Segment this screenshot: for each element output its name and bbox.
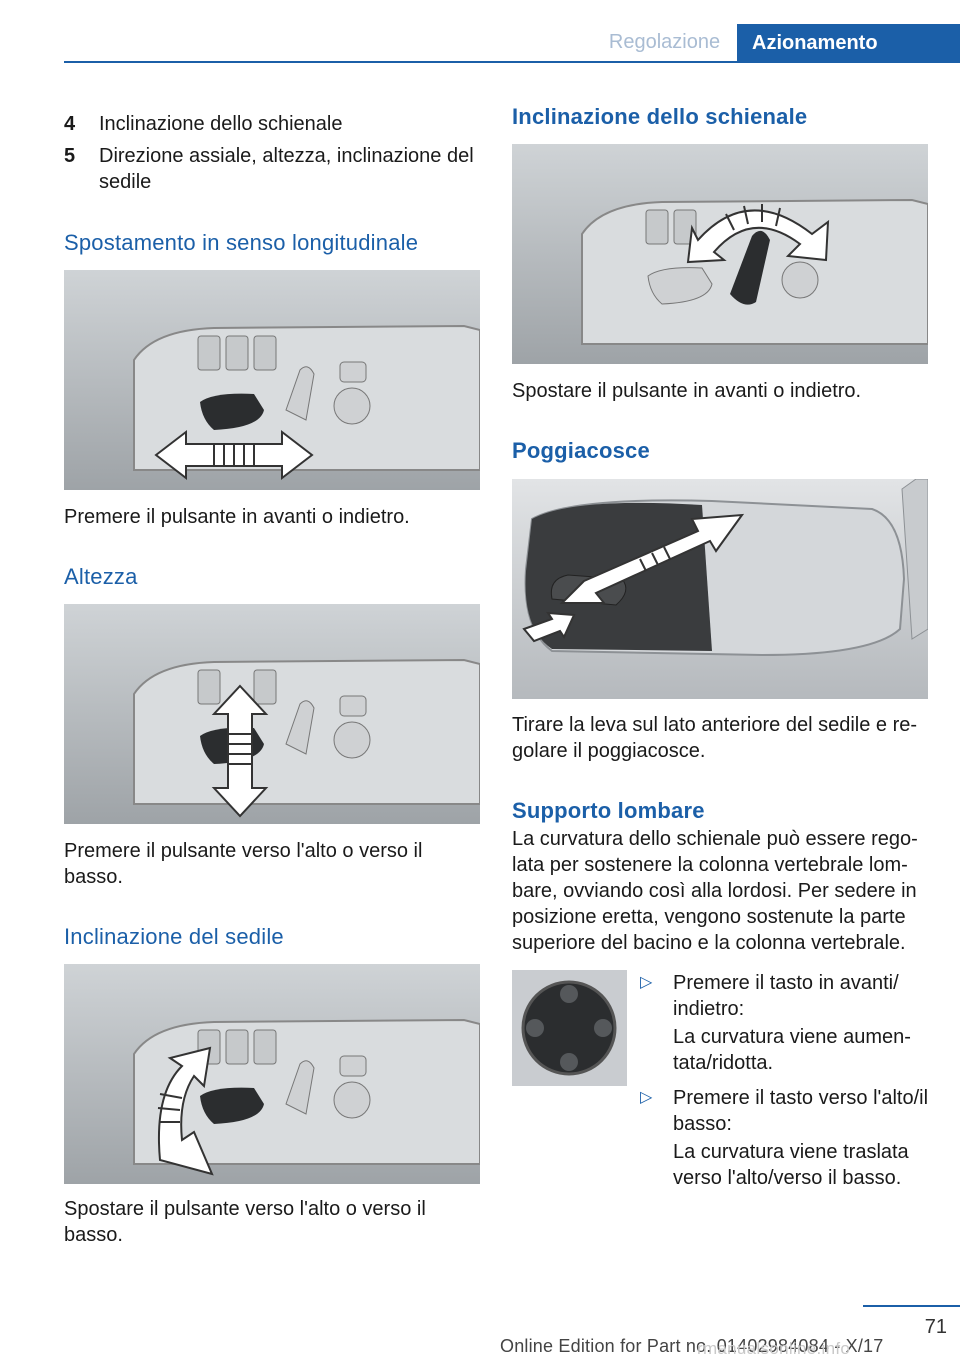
bullet-triangle-icon: ▷ — [640, 1089, 653, 1106]
caption-longitudinal: Premere il pulsante in avanti o indietro… — [64, 506, 410, 528]
bullet1-sub-line2: tata/ridotta. — [673, 1052, 774, 1074]
edition-note: Online Edition for Part no. 01402984084 … — [500, 1336, 884, 1356]
list-text-5-line2: sedile — [99, 171, 152, 193]
image-seat-tilt — [64, 964, 480, 1184]
image-thigh-support — [512, 479, 928, 699]
lumbar-para-line3: bare, ovviando così alla lordosi. Per se… — [512, 880, 917, 902]
caption-seat-tilt-line2: basso. — [64, 1224, 123, 1246]
bullet1-line1: Premere il tasto in avanti/ — [673, 972, 899, 994]
caption-height-line1: Premere il pulsante verso l'alto o verso… — [64, 840, 423, 862]
heading-height: Altezza — [64, 564, 138, 589]
caption-seat-tilt-line1: Spostare il pulsante verso l'alto o vers… — [64, 1198, 426, 1220]
bullet-triangle-icon: ▷ — [640, 974, 653, 991]
lumbar-para-line1: La curvatura dello schienale può essere … — [512, 828, 918, 850]
tab-azionamento[interactable]: Azionamento — [737, 24, 960, 63]
bullet2-line1: Premere il tasto verso l'alto/il — [673, 1087, 929, 1109]
image-backrest-tilt — [512, 144, 928, 364]
lumbar-para-line4: posizione eretta, vengono sostenute la p… — [512, 906, 906, 928]
list-number-5: 5 — [64, 145, 76, 167]
list-number-4: 4 — [64, 113, 76, 135]
page-number: 71 — [924, 1316, 947, 1338]
image-lumbar-button — [512, 970, 627, 1086]
header-rule — [64, 61, 960, 63]
caption-thigh-line2: golare il poggiacosce. — [512, 740, 706, 762]
lumbar-para-line2: lata per sostenere la colonna vertebrale… — [512, 854, 908, 876]
heading-backrest-tilt: Inclinazione dello schienale — [512, 104, 808, 129]
heading-lumbar: Supporto lombare — [512, 798, 705, 823]
bullet2-line2: basso: — [673, 1113, 732, 1135]
bullet1-line2: indietro: — [673, 998, 745, 1020]
watermark: rmanualsonline.info — [697, 1339, 851, 1358]
heading-seat-tilt: Inclinazione del sedile — [64, 924, 284, 949]
lumbar-para-line5: superiore del bacino e la colonna verteb… — [512, 932, 906, 954]
image-seat-height — [64, 604, 480, 824]
bullet2-sub-line2: verso l'alto/verso il basso. — [673, 1167, 902, 1189]
caption-thigh-line1: Tirare la leva sul lato anteriore del se… — [512, 714, 918, 736]
list-text-5-line1: Direzione assiale, altezza, inclinazione… — [99, 145, 474, 167]
tab-regolazione[interactable]: Regolazione — [608, 31, 721, 53]
heading-longitudinal: Spostamento in senso longitudinale — [64, 230, 419, 255]
image-seat-longitudinal — [64, 270, 480, 490]
caption-height-line2: basso. — [64, 866, 123, 888]
caption-backrest-tilt: Spostare il pulsante in avanti o indietr… — [512, 380, 862, 402]
heading-thigh-support: Poggiacosce — [512, 438, 650, 463]
list-text-4: Inclinazione dello schienale — [99, 113, 343, 135]
bullet1-sub-line1: La curvatura viene aumen- — [673, 1026, 911, 1048]
bullet2-sub-line1: La curvatura viene traslata — [673, 1141, 909, 1163]
footer-rule — [863, 1305, 960, 1307]
